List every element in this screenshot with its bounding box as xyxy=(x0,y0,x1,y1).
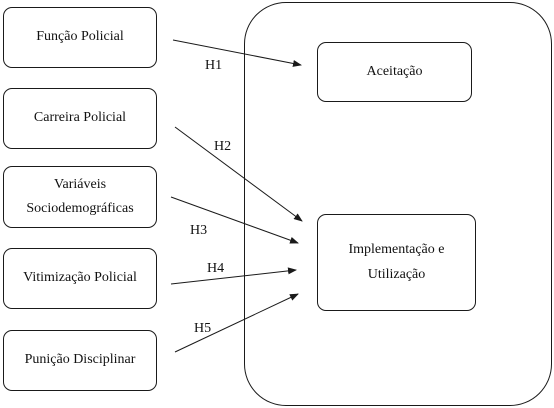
box-carreira-policial-label: Carreira Policial xyxy=(33,110,127,126)
box-implementacao-line2: Utilização xyxy=(367,266,426,282)
arrow-h5 xyxy=(174,293,299,353)
label-h4: H4 xyxy=(207,261,225,276)
box-funcao-policial: Função Policial xyxy=(3,7,157,68)
box-implementacao-line1: Implementação e xyxy=(348,242,445,257)
arrow-h1 xyxy=(172,39,302,67)
box-variaveis-sociodemograficas: Variáveis Sociodemográficas xyxy=(3,166,157,228)
box-variaveis-sociodemograficas-text: Variáveis Sociodemográficas xyxy=(26,173,133,222)
box-variaveis-line1: Variáveis xyxy=(53,176,107,192)
arrow-h3 xyxy=(170,196,299,244)
box-aceitacao-label: Aceitação xyxy=(366,63,423,79)
box-vitimizacao-policial: Vitimização Policial xyxy=(3,248,157,309)
box-vitimizacao-policial-label: Vitimização Policial xyxy=(23,270,137,286)
box-punicao-disciplinar: Punição Disciplinar xyxy=(3,330,157,391)
arrow-h2 xyxy=(174,126,303,222)
outcome-container xyxy=(244,2,552,406)
box-funcao-policial-label: Função Policial xyxy=(36,29,124,45)
box-aceitacao: Aceitação xyxy=(317,42,472,102)
box-punicao-disciplinar-label: Punição Disciplinar xyxy=(24,352,136,368)
box-carreira-policial: Carreira Policial xyxy=(3,88,157,149)
label-h1: H1 xyxy=(205,58,223,73)
arrow-h4 xyxy=(170,267,297,285)
label-h3: H3 xyxy=(190,223,208,238)
box-implementacao-utilizacao: Implementação e Utilização xyxy=(317,214,476,311)
box-variaveis-line2: Sociodemográficas xyxy=(26,201,134,216)
label-h2: H2 xyxy=(214,139,232,154)
box-implementacao-utilizacao-text: Implementação e Utilização xyxy=(348,238,444,287)
label-h5: H5 xyxy=(194,321,212,336)
